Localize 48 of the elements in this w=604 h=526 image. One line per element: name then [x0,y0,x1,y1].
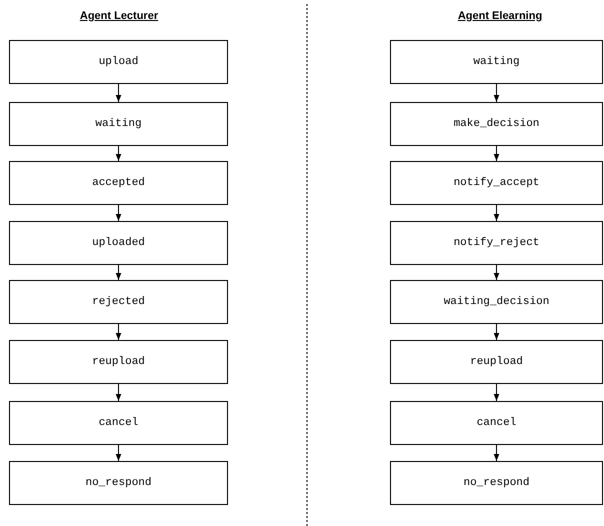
arrow [494,264,500,280]
arrow [116,384,122,402]
state-box [390,221,603,265]
arrow [116,264,122,280]
arrow [116,324,122,340]
state-label: reupload [470,356,523,368]
state-box [9,340,228,384]
state-label: waiting [473,56,520,68]
state-label: no_respond [463,477,530,489]
state-label: cancel [476,417,516,429]
state-label: notify_accept [454,177,540,189]
state-box [390,461,603,505]
column-heading: Agent Elearning [458,10,542,22]
state-label: uploaded [92,237,145,249]
state-label: no_respond [85,477,152,489]
state-box [9,461,228,505]
state-label: cancel [98,417,138,429]
arrow [116,204,122,222]
arrow [494,204,500,222]
state-box [390,280,603,324]
state-box [9,280,228,324]
state-box [9,161,228,205]
state-box [9,401,228,445]
arrow [494,444,500,462]
state-label: accepted [92,177,145,189]
state-label: upload [98,56,138,68]
state-label: make_decision [454,118,540,130]
arrow [494,384,500,402]
arrow [494,324,500,340]
state-label: notify_reject [454,237,540,249]
state-box [9,102,228,146]
arrow [494,146,500,162]
state-box [390,102,603,146]
state-label: rejected [92,296,145,308]
arrow [494,84,500,102]
column-heading: Agent Lecturer [80,10,158,22]
state-box [9,221,228,265]
arrow [116,444,122,462]
state-label: waiting_decision [444,296,550,308]
state-box [390,340,603,384]
state-box [390,40,603,84]
state-label: waiting [95,118,142,130]
state-box [390,161,603,205]
state-label: reupload [92,356,145,368]
arrow [116,146,122,162]
state-box [390,401,603,445]
arrow [116,84,122,102]
state-box [9,40,228,84]
